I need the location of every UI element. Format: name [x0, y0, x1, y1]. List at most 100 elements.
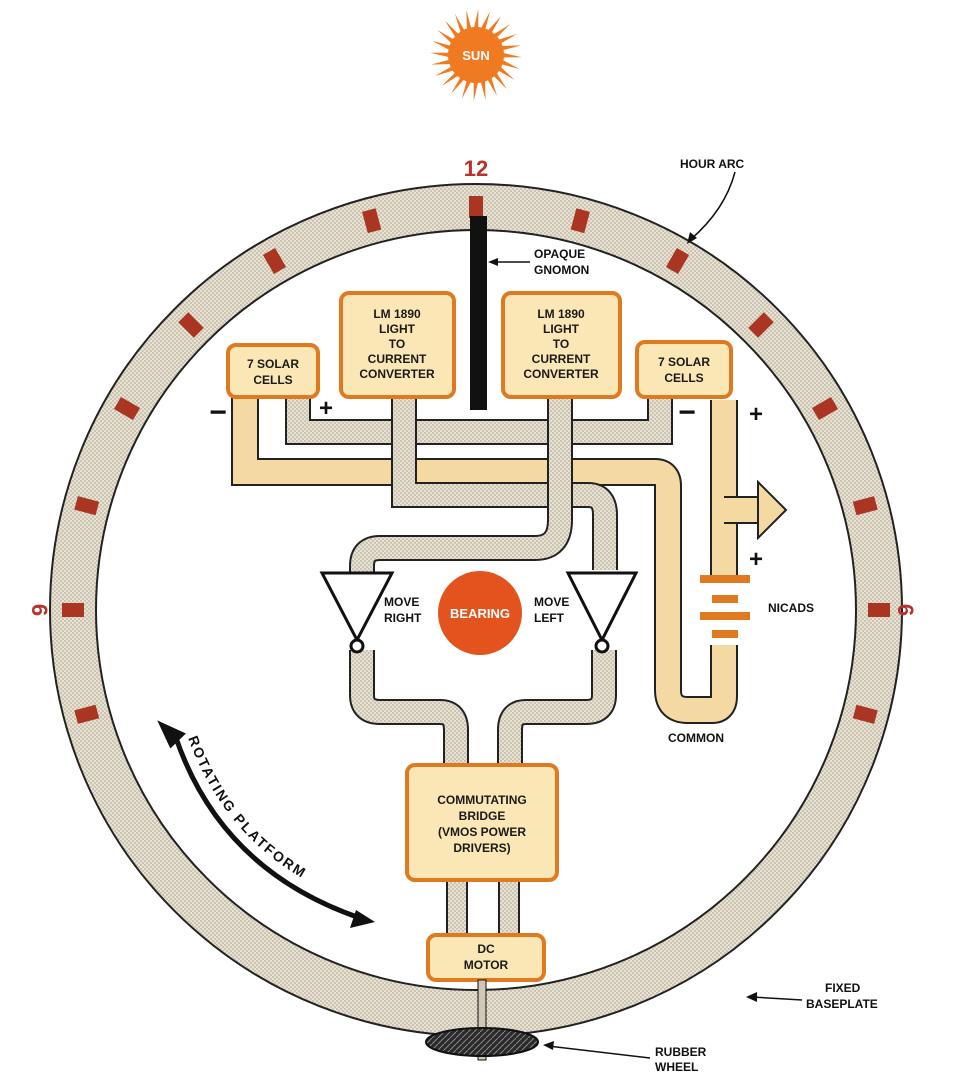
solar-cells-right-box: 7 SOLAR CELLS	[635, 340, 733, 399]
sun-ray	[473, 80, 479, 101]
plus-sign-left: +	[319, 395, 333, 422]
gnomon-label-2: GNOMON	[534, 263, 589, 277]
hour-mark	[852, 496, 878, 516]
battery-icon	[700, 575, 750, 638]
move-left-label-2: LEFT	[534, 611, 565, 625]
output-arrow-icon	[757, 479, 788, 541]
sun-ray	[480, 79, 486, 100]
conv-left-line-3: TO	[389, 337, 405, 351]
sun-ray	[461, 79, 472, 99]
sun-label: SUN	[462, 48, 489, 63]
dc-motor-box: DC MOTOR	[426, 933, 546, 982]
conv-right-line-4: CURRENT	[532, 352, 591, 366]
converter-right-box: LM 1890 LIGHT TO CURRENT CONVERTER	[501, 291, 622, 399]
sun-ray	[451, 76, 466, 94]
converter-left-box: LM 1890 LIGHT TO CURRENT CONVERTER	[339, 291, 456, 399]
hour-arc-pointer	[687, 171, 736, 244]
bearing-label: BEARING	[450, 606, 510, 621]
sun-ray	[455, 14, 466, 34]
bridge-line-3: (VMOS POWER	[438, 825, 526, 839]
minus-sign-left: −	[209, 396, 227, 429]
sun-ray	[437, 30, 455, 45]
hour-mark	[852, 704, 878, 724]
conv-right-line-2: LIGHT	[543, 322, 580, 336]
hour-mark	[74, 496, 100, 516]
hour-label-6-right: 6	[893, 604, 918, 616]
sun-ray	[432, 40, 452, 51]
rubber-wheel-label-1: RUBBER	[655, 1045, 707, 1059]
hour-label-12: 12	[464, 156, 488, 181]
hour-mark	[868, 603, 890, 617]
amplifier-right-icon	[319, 571, 395, 654]
opaque-gnomon	[470, 216, 487, 410]
sun-ray	[473, 9, 479, 30]
hour-mark	[74, 704, 100, 724]
sun-ray	[445, 20, 460, 39]
gnomon-label-1: OPAQUE	[534, 247, 585, 261]
conv-right-line-3: TO	[553, 337, 569, 351]
sun-ray	[497, 34, 517, 45]
nicads-label: NICADS	[768, 601, 814, 615]
sun-ray	[501, 52, 522, 58]
hour-mark	[178, 312, 204, 338]
bridge-line-4: DRIVERS)	[453, 841, 510, 855]
bridge-line-2: BRIDGE	[459, 809, 506, 823]
hour-mark	[62, 603, 84, 617]
move-right-label-1: MOVE	[384, 595, 419, 609]
conv-right-line-5: CONVERTER	[523, 367, 599, 381]
motor-line-2: MOTOR	[464, 958, 509, 972]
hour-mark	[113, 396, 141, 421]
sun-ray	[480, 11, 491, 31]
rubber-wheel-pointer	[543, 1041, 651, 1059]
move-left-label-1: MOVE	[534, 595, 569, 609]
hour-mark	[362, 208, 382, 234]
commutating-bridge-box: COMMUTATING BRIDGE (VMOS POWER DRIVERS)	[405, 763, 559, 882]
hour-mark	[665, 247, 690, 275]
minus-sign-right: −	[678, 396, 696, 429]
sun-ray	[492, 71, 507, 90]
fixed-baseplate-pointer	[746, 992, 803, 1002]
rubber-wheel-label-2: WHEEL	[655, 1060, 698, 1074]
sun-ray	[486, 16, 501, 34]
signal-pipes	[285, 395, 673, 935]
sun-ray	[500, 45, 521, 51]
conv-left-line-5: CONVERTER	[359, 367, 435, 381]
hour-mark	[570, 208, 590, 234]
conv-left-line-4: CURRENT	[368, 352, 427, 366]
sun-ray	[466, 10, 472, 31]
sun-ray	[430, 52, 451, 58]
amplifier-left-icon	[565, 571, 639, 654]
conv-left-line-2: LIGHT	[379, 322, 416, 336]
fixed-baseplate-label-2: BASEPLATE	[806, 997, 878, 1011]
solar-right-line-1: 7 SOLAR	[658, 355, 710, 369]
rotating-platform-arrow-icon	[157, 720, 375, 928]
sun-icon: SUN	[430, 9, 522, 101]
hour-mark	[469, 196, 483, 218]
rubber-wheel	[425, 979, 539, 1061]
common-label: COMMON	[668, 731, 724, 745]
hour-label-6-left: 6	[27, 604, 52, 616]
sun-ray	[500, 59, 520, 70]
sun-ray	[497, 65, 515, 80]
hour-mark	[748, 312, 774, 338]
solar-cells-left-box: 7 SOLAR CELLS	[226, 343, 320, 399]
sun-ray	[431, 59, 452, 65]
fixed-baseplate-label-1: FIXED	[825, 981, 861, 995]
solar-left-line-1: 7 SOLAR	[247, 357, 299, 371]
plus-sign-battery: +	[749, 546, 763, 573]
solar-right-line-2: CELLS	[664, 371, 703, 385]
hour-arc-marks	[62, 196, 890, 724]
hour-arc-label: HOUR ARC	[680, 157, 745, 171]
conv-right-line-1: LM 1890	[537, 307, 585, 321]
move-right-label-2: RIGHT	[384, 611, 422, 625]
power-pipes	[231, 395, 762, 724]
sun-ray	[486, 76, 497, 96]
conv-left-line-1: LM 1890	[373, 307, 421, 321]
gnomon-pointer	[488, 258, 530, 266]
bridge-line-1: COMMUTATING	[437, 793, 527, 807]
sun-ray	[435, 65, 455, 76]
hour-mark	[262, 247, 287, 275]
solar-left-line-2: CELLS	[253, 373, 292, 387]
